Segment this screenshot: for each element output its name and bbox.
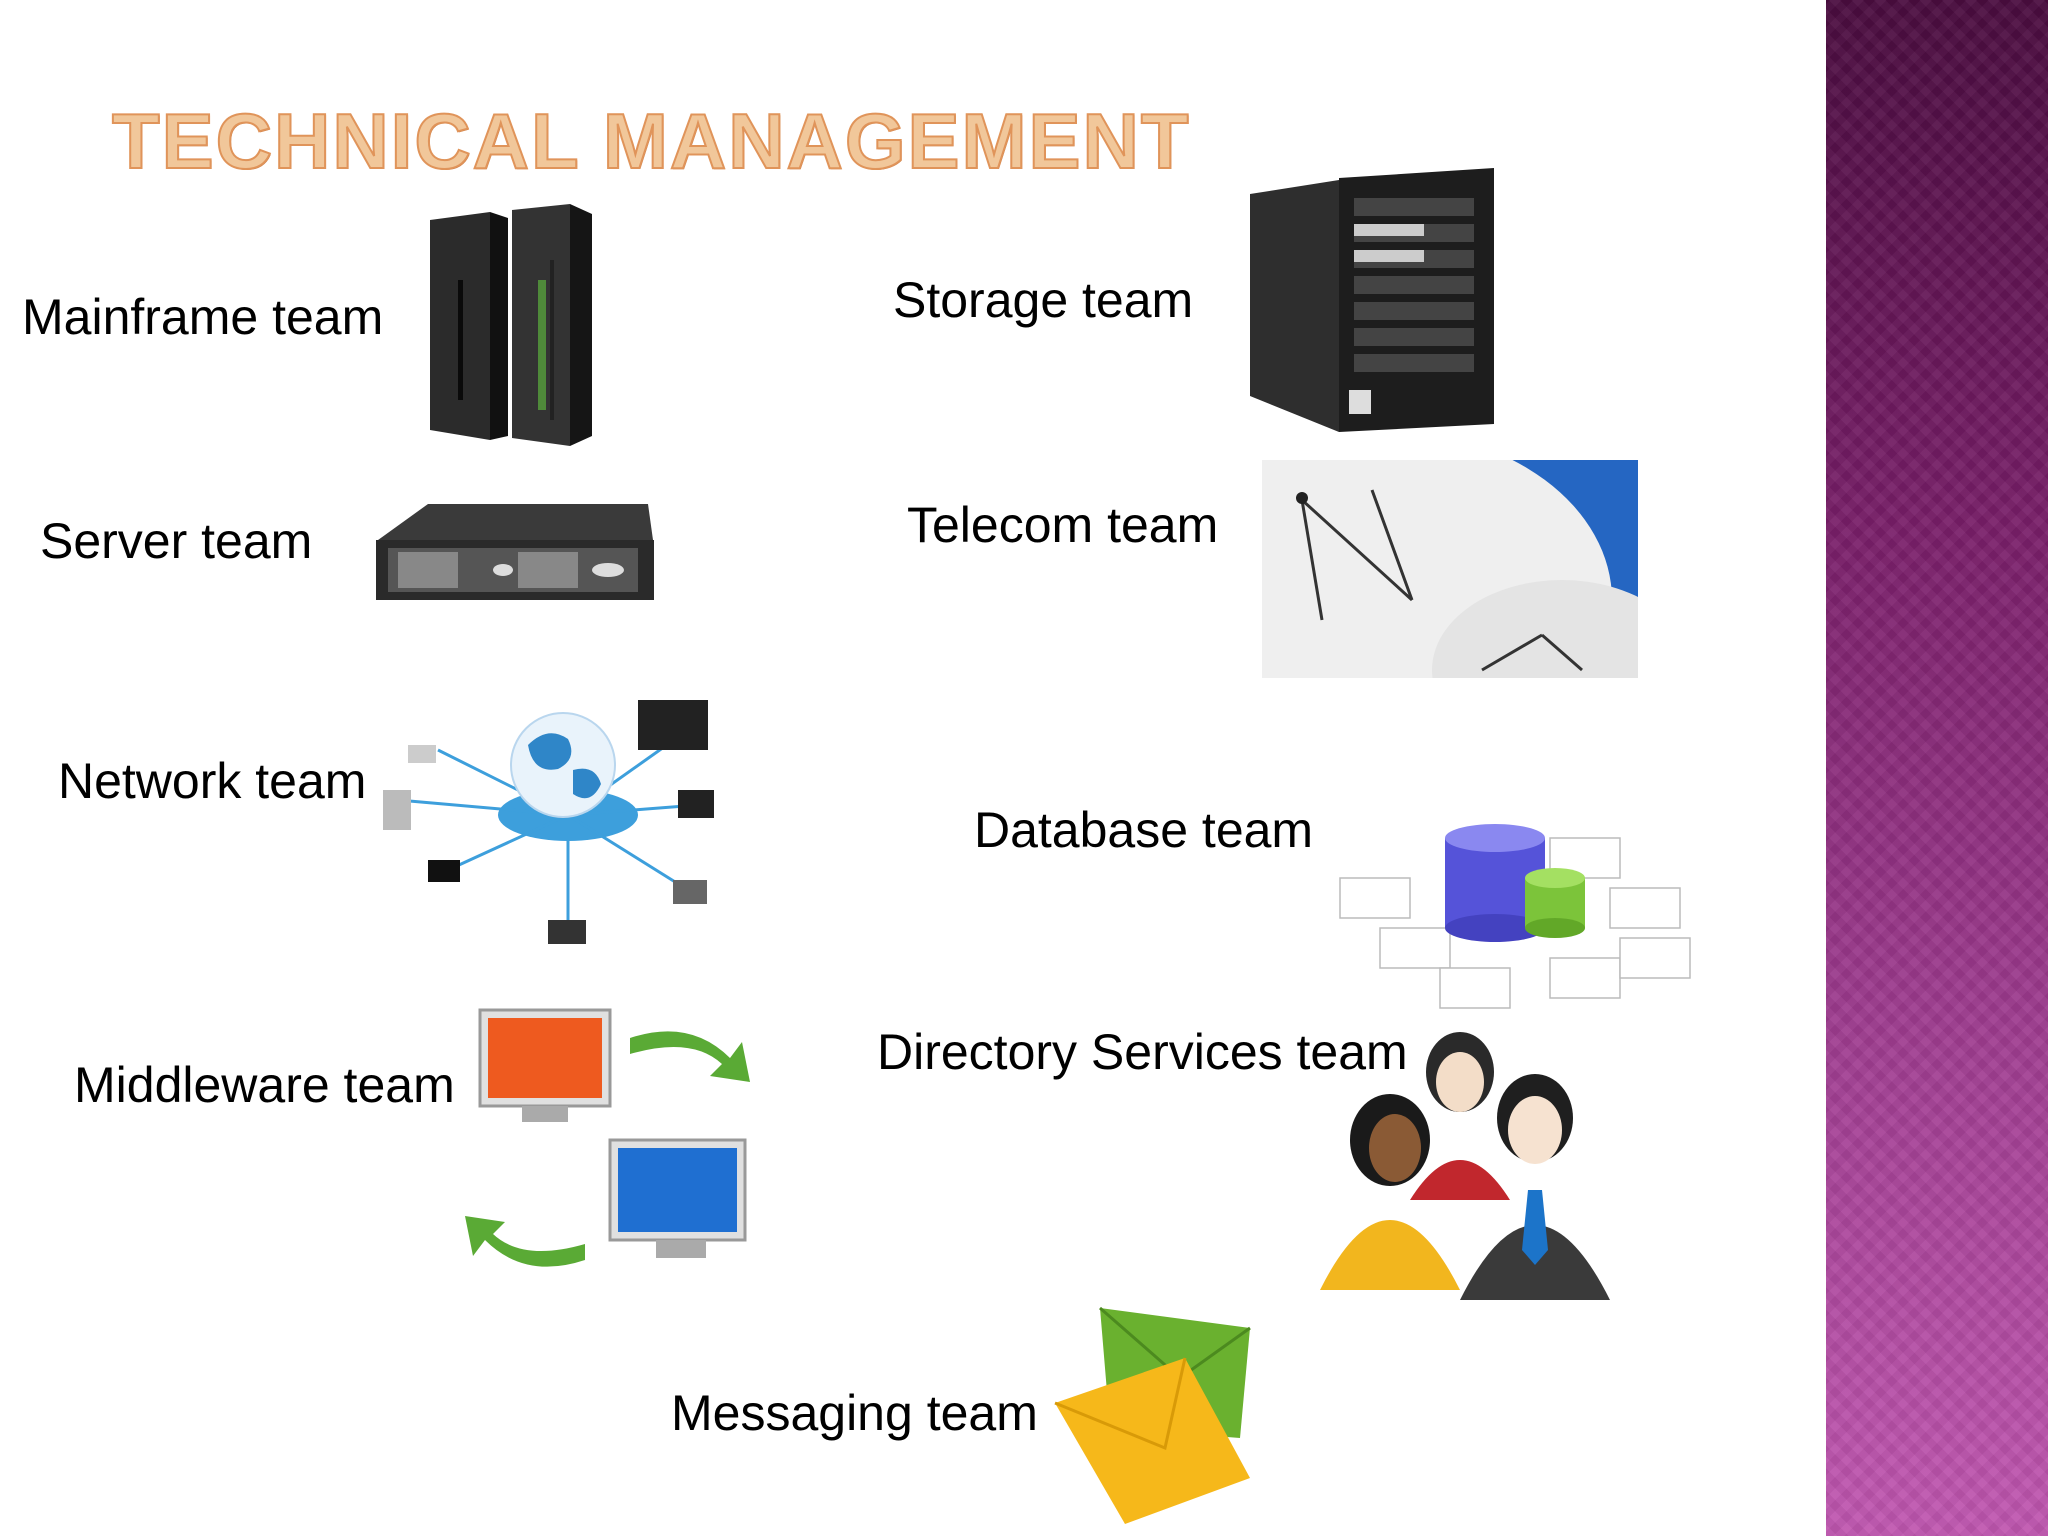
database-icon xyxy=(1339,824,1691,1009)
directory-services-team-label: Directory Services team xyxy=(877,1024,1408,1080)
slide: TECHNICAL MANAGEMENT Mainframe team Serv… xyxy=(22,96,1691,1524)
messaging-team-label: Messaging team xyxy=(671,1385,1038,1441)
network-globe-icon xyxy=(383,700,714,944)
mainframe-icon xyxy=(430,204,592,446)
decorative-side-band xyxy=(1826,0,2048,1536)
envelopes-icon xyxy=(1054,1306,1251,1524)
network-team-label: Network team xyxy=(58,753,367,809)
server-icon xyxy=(376,504,654,600)
slide-title: TECHNICAL MANAGEMENT xyxy=(111,96,1191,186)
storage-team-label: Storage team xyxy=(893,272,1194,328)
mainframe-team-label: Mainframe team xyxy=(22,289,384,345)
middleware-computers-icon xyxy=(465,1008,750,1267)
satellite-dish-icon xyxy=(1262,460,1638,678)
storage-tower-icon xyxy=(1250,168,1494,432)
server-team-label: Server team xyxy=(40,513,313,569)
middleware-team-label: Middleware team xyxy=(74,1057,455,1113)
people-group-icon xyxy=(1320,1032,1610,1300)
telecom-team-label: Telecom team xyxy=(907,497,1219,553)
database-team-label: Database team xyxy=(974,802,1314,858)
